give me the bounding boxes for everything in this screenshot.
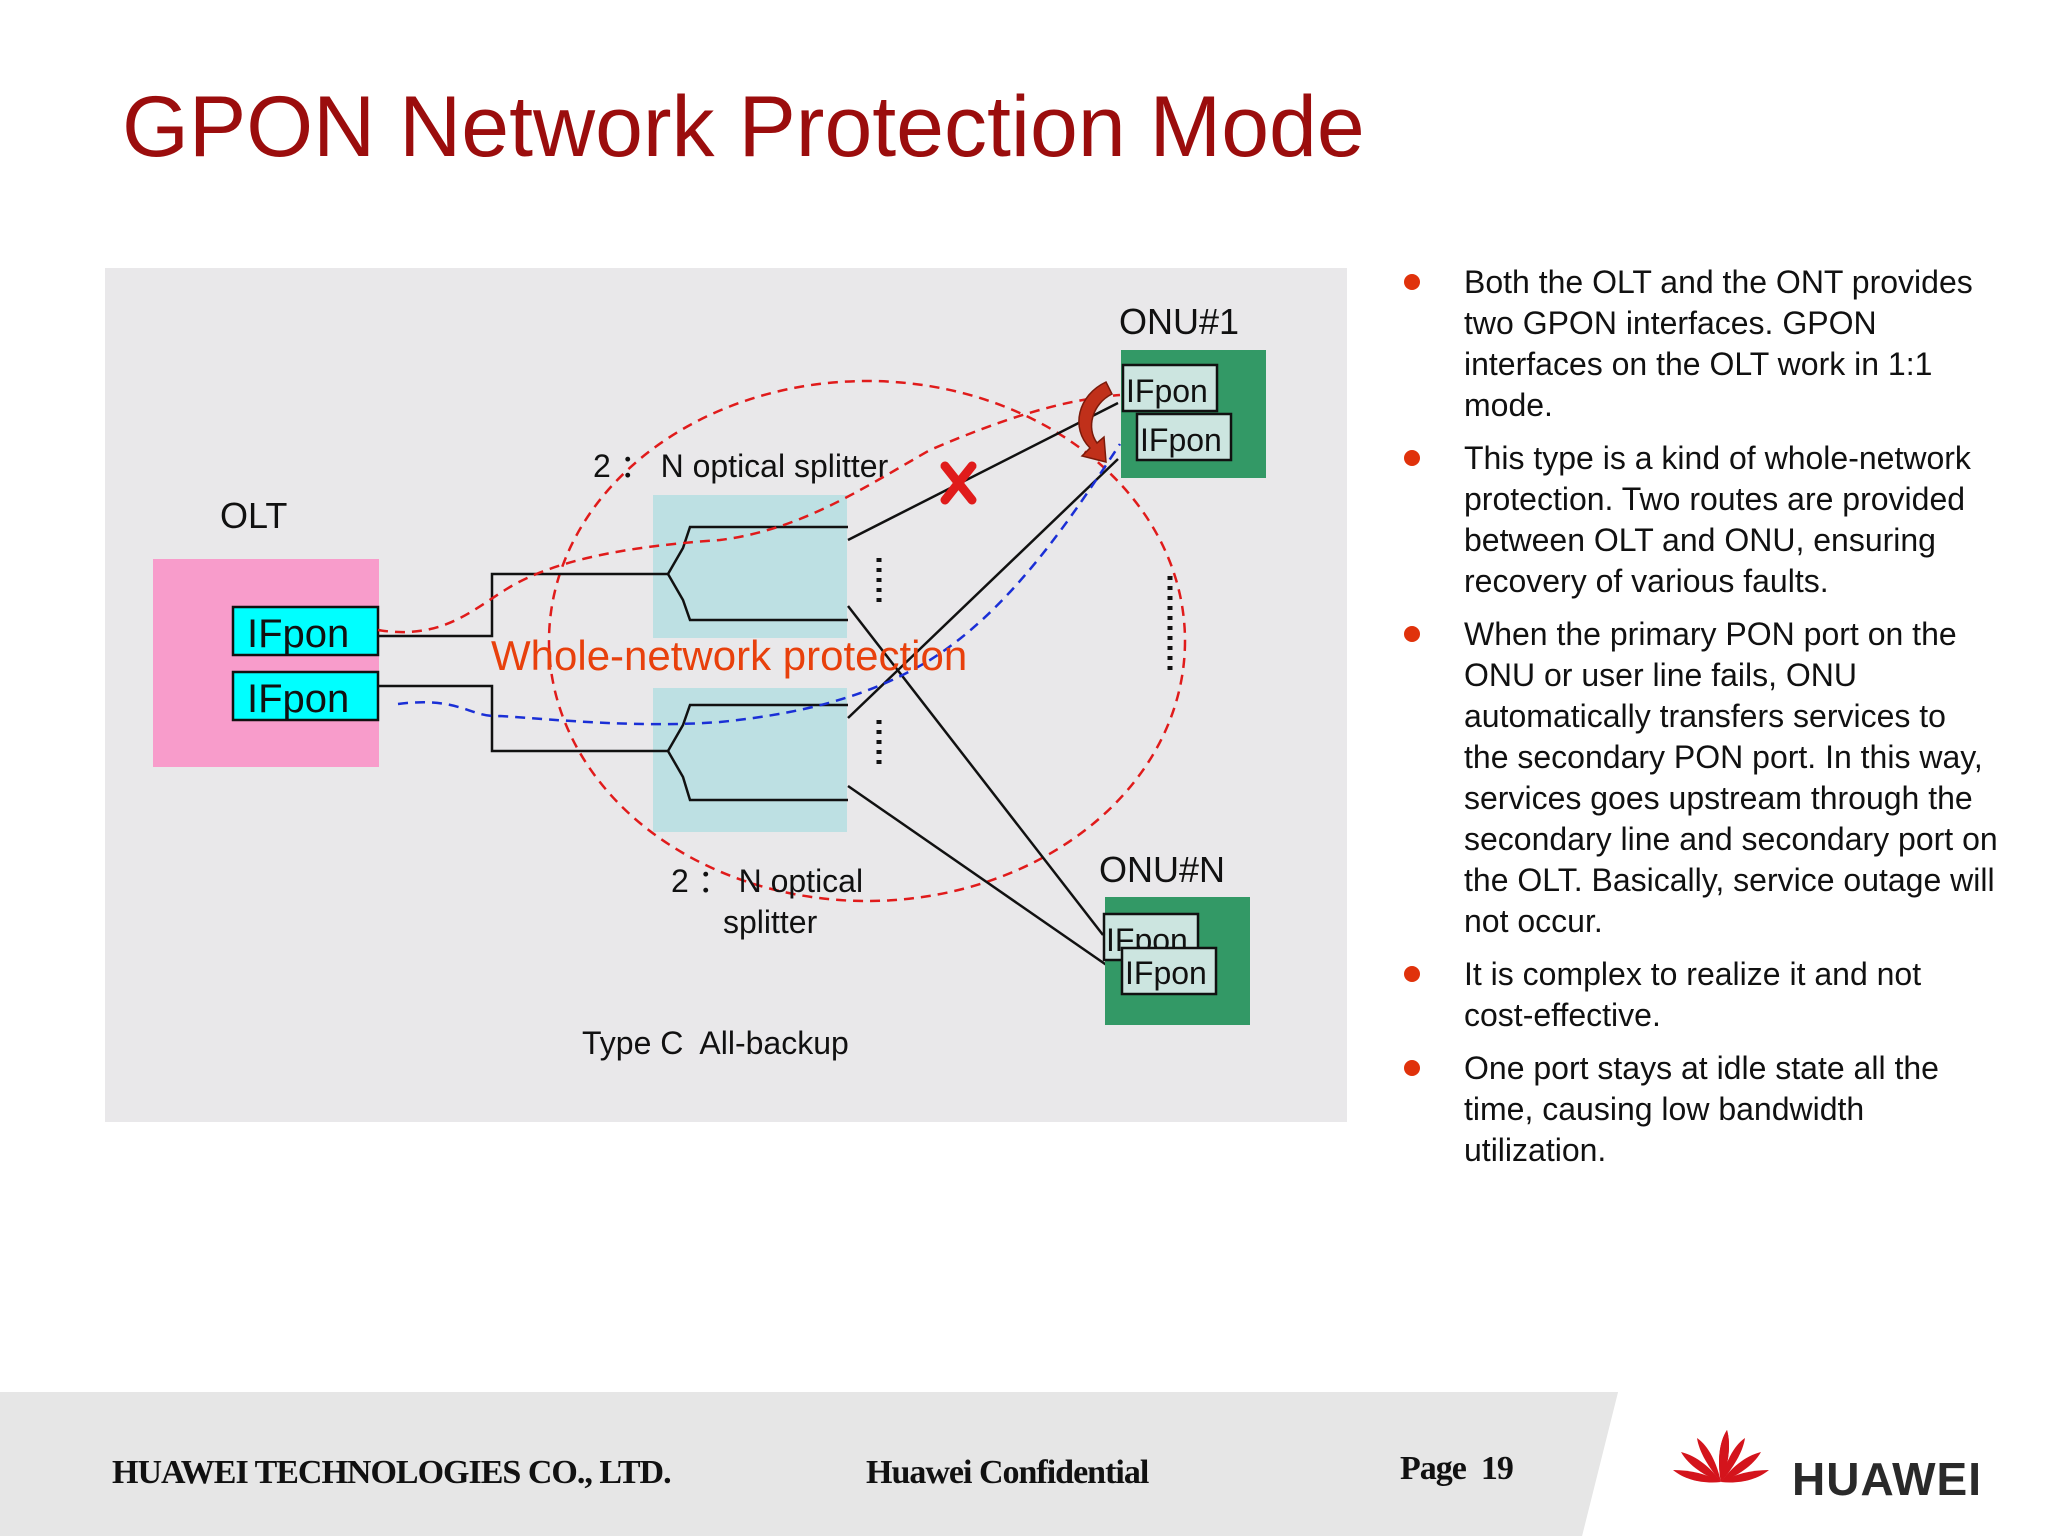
footer-white-wedge: [1582, 1392, 2048, 1536]
bullet-text: When the primary PON port on the ONU or …: [1464, 616, 1998, 939]
bullet-text: One port stays at idle state all the tim…: [1464, 1050, 1939, 1168]
bullet-item: One port stays at idle state all the tim…: [1398, 1048, 1998, 1171]
bullet-list: Both the OLT and the ONT provides two GP…: [1398, 262, 1998, 1183]
diagram-caption: Type C All-backup: [582, 1025, 849, 1061]
onu1-port-secondary-label: IFpon: [1140, 422, 1222, 458]
slide-title: GPON Network Protection Mode: [122, 79, 1365, 175]
footer-confidential: Huawei Confidential: [866, 1454, 1149, 1491]
onun-label: ONU#N: [1099, 849, 1225, 890]
splitter-bottom-label-line2: splitter: [723, 904, 818, 940]
bullet-text: This type is a kind of whole-network pro…: [1464, 440, 1971, 599]
bullet-item: When the primary PON port on the ONU or …: [1398, 614, 1998, 942]
bullet-dot-icon: [1404, 626, 1420, 642]
olt-port-secondary-label: IFpon: [247, 677, 349, 721]
onun-port-secondary-label: IFpon: [1125, 955, 1207, 991]
primary-path: [377, 393, 1121, 634]
onu1-port-primary: [1121, 363, 1219, 413]
footer-page-number: Page 19: [1400, 1450, 1514, 1487]
olt-box: [153, 559, 379, 767]
ellipsis-markers: [876, 558, 1173, 768]
splitter-top-label: 2 ： N optical splitter: [593, 448, 889, 484]
splitter-bottom-label-line1: 2 ： N optical: [671, 863, 863, 899]
switchover-arrow-icon: [1078, 381, 1114, 463]
protection-label: Whole-network protection: [491, 632, 967, 679]
onu1-label: ONU#1: [1119, 301, 1239, 342]
bullet-text: It is complex to realize it and not cost…: [1464, 956, 1922, 1033]
onu1-port-primary-label: IFpon: [1126, 373, 1208, 409]
huawei-logo-icon: [1673, 1430, 1769, 1483]
bullet-item: Both the OLT and the ONT provides two GP…: [1398, 262, 1998, 426]
olt-label: OLT: [220, 495, 287, 536]
bullet-dot-icon: [1404, 1060, 1420, 1076]
protection-ellipse: [547, 379, 1187, 903]
huawei-brand-text: HUAWEI: [1792, 1453, 1982, 1505]
bullet-dot-icon: [1404, 274, 1420, 290]
footer-stripe: [1574, 1392, 1618, 1536]
fault-x-icon: [940, 461, 977, 505]
bullet-item: It is complex to realize it and not cost…: [1398, 954, 1998, 1036]
footer-company: HUAWEI TECHNOLOGIES CO., LTD.: [112, 1454, 672, 1491]
olt-port-primary-label: IFpon: [247, 612, 349, 656]
secondary-path: [397, 443, 1122, 726]
fiber-lines: [378, 401, 1119, 975]
splitter-bottom: [653, 688, 847, 832]
bullet-dot-icon: [1404, 450, 1420, 466]
bullet-text: Both the OLT and the ONT provides two GP…: [1464, 264, 1973, 423]
splitter-top: [653, 495, 847, 638]
onun-port-secondary: [1120, 946, 1218, 996]
bullet-item: This type is a kind of whole-network pro…: [1398, 438, 1998, 602]
olt-port-secondary: [231, 670, 380, 722]
onu1-port-secondary: [1135, 412, 1233, 462]
bullet-dot-icon: [1404, 966, 1420, 982]
